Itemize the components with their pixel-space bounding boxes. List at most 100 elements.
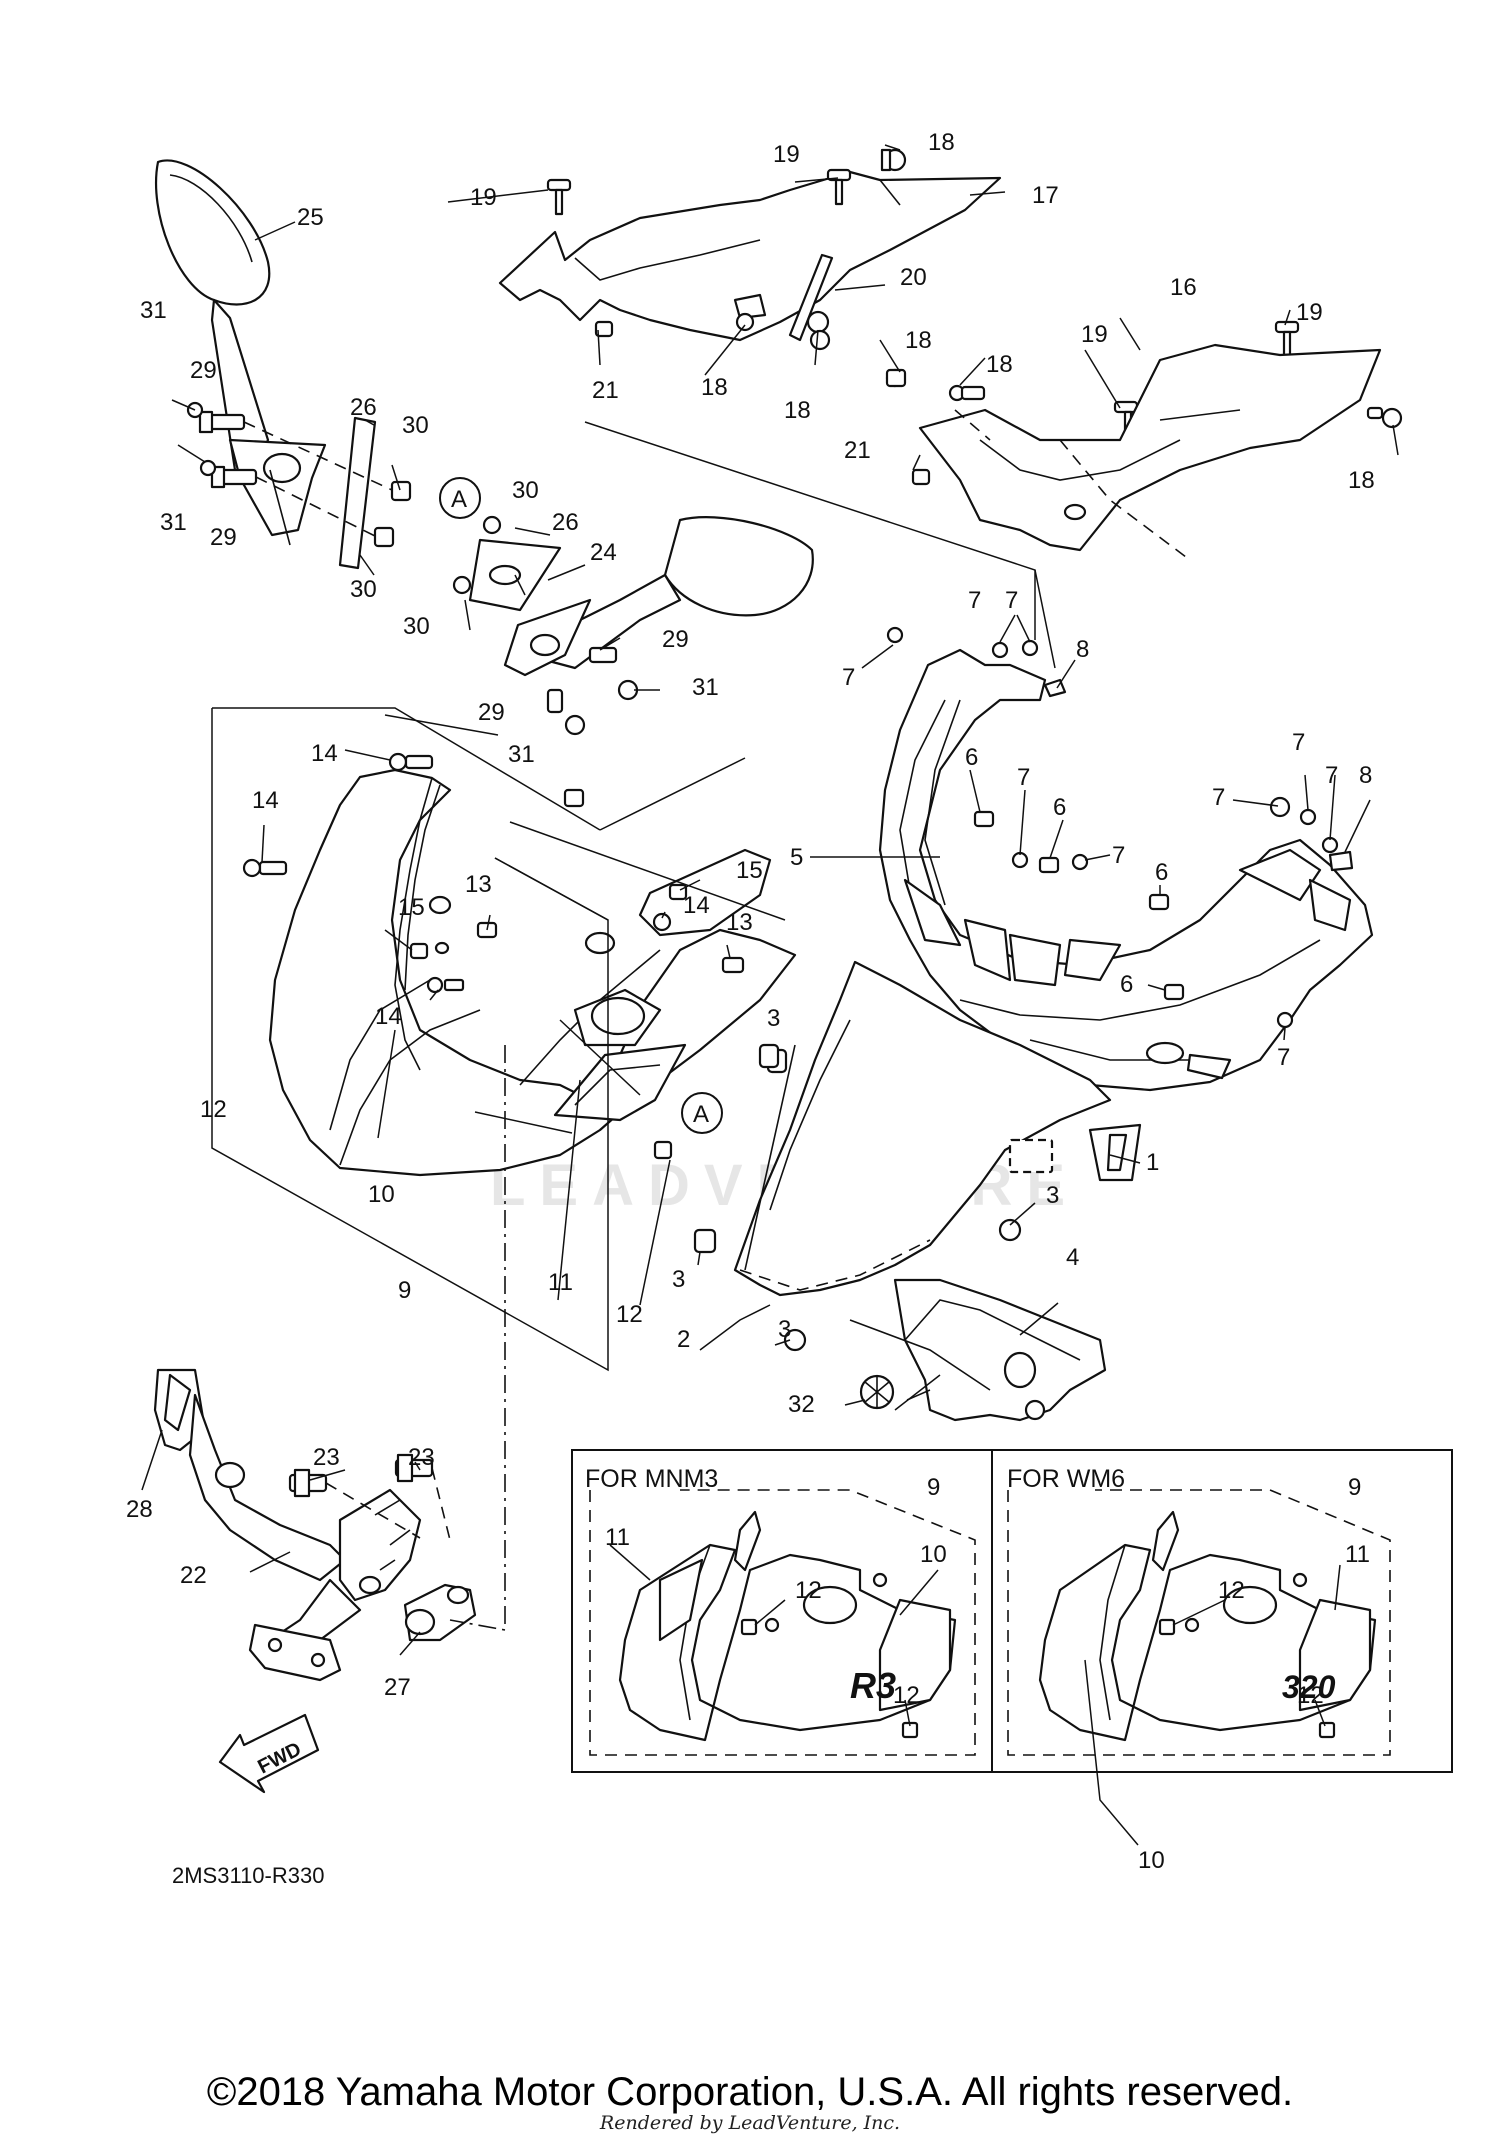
callout-6: 6 — [1053, 794, 1066, 821]
callout-10: 10 — [368, 1181, 395, 1208]
callout-12: 12 — [200, 1096, 227, 1123]
callout-19: 19 — [1081, 321, 1108, 348]
gasket-left — [338, 416, 377, 570]
callout-5: 5 — [790, 844, 803, 871]
callout-7: 7 — [1005, 587, 1018, 614]
callout-9: 9 — [1348, 1474, 1361, 1501]
callout-24: 24 — [590, 539, 617, 566]
decal-320: 320 — [1282, 1669, 1336, 1705]
callout-31: 31 — [692, 674, 719, 701]
inner-cowling — [878, 648, 1374, 1092]
callout-12: 12 — [795, 1577, 822, 1604]
callout-3: 3 — [672, 1266, 685, 1293]
drawing-code: 2MS3110-R330 — [172, 1863, 325, 1888]
svg-text:A: A — [451, 486, 467, 513]
callout-29: 29 — [662, 626, 689, 653]
callout-12: 12 — [1297, 1682, 1324, 1709]
callout-6: 6 — [1120, 971, 1133, 998]
callout-6: 6 — [1155, 859, 1168, 886]
callout-9: 9 — [398, 1277, 411, 1304]
callout-3: 3 — [1046, 1182, 1059, 1209]
callout-11: 11 — [605, 1524, 630, 1551]
callout-18: 18 — [905, 327, 932, 354]
callout-7: 7 — [1277, 1044, 1290, 1071]
callout-23: 23 — [313, 1444, 340, 1471]
cowling-stay — [153, 1368, 477, 1682]
callout-7: 7 — [1017, 764, 1030, 791]
callout-14: 14 — [311, 740, 338, 767]
cowling-fasteners — [886, 626, 1354, 1029]
callout-7: 7 — [1112, 842, 1125, 869]
decal-r3: R3 — [850, 1665, 896, 1706]
callout-18: 18 — [701, 374, 728, 401]
callout-8: 8 — [1076, 636, 1089, 663]
callout-11: 11 — [548, 1269, 573, 1296]
callout-10: 10 — [920, 1541, 947, 1568]
callout-13: 13 — [465, 871, 492, 898]
inner-panel-left — [498, 170, 1002, 342]
inset-frame — [571, 1449, 1453, 1773]
callout-29: 29 — [190, 357, 217, 384]
inset-cowl-wm6 — [1007, 1489, 1391, 1756]
callout-14: 14 — [252, 787, 279, 814]
callout-16: 16 — [1170, 274, 1197, 301]
callout-30: 30 — [512, 477, 539, 504]
callout-1: 1 — [1146, 1149, 1159, 1176]
callout-4: 4 — [1066, 1244, 1079, 1271]
callout-31: 31 — [140, 297, 167, 324]
callout-13: 13 — [726, 909, 753, 936]
callout-26: 26 — [552, 509, 579, 536]
callout-18: 18 — [1348, 467, 1375, 494]
callout-19: 19 — [470, 184, 497, 211]
svg-text:A: A — [693, 1101, 709, 1128]
callout-12: 12 — [1218, 1577, 1245, 1604]
callout-2: 2 — [677, 1326, 690, 1353]
callout-7: 7 — [1325, 762, 1338, 789]
callout-8: 8 — [1359, 762, 1372, 789]
callout-12: 12 — [893, 1682, 920, 1709]
callout-31: 31 — [508, 741, 535, 768]
callout-28: 28 — [126, 1496, 153, 1523]
callout-30: 30 — [402, 412, 429, 439]
callouts: 1 2 3 3 3 3 4 5 6 6 6 6 7 7 7 7 7 7 7 7 … — [126, 129, 1375, 1874]
callout-11: 11 — [1345, 1541, 1370, 1568]
leader-lines — [141, 144, 1399, 1846]
callout-31: 31 — [160, 509, 187, 536]
windscreen — [693, 960, 1142, 1352]
inset-cowl-mnm3 — [589, 1489, 976, 1756]
callout-12: 12 — [616, 1301, 643, 1328]
callout-18: 18 — [928, 129, 955, 156]
callout-25: 25 — [297, 204, 324, 231]
callout-21: 21 — [844, 437, 871, 464]
callout-18: 18 — [784, 397, 811, 424]
fwd-arrow — [218, 1713, 320, 1794]
callout-19: 19 — [773, 141, 800, 168]
callout-14: 14 — [683, 892, 710, 919]
inset-title-mnm3: FOR MNM3 — [585, 1465, 718, 1493]
reference-a-cowl: A — [681, 1092, 723, 1134]
upper-cowling — [268, 768, 797, 1177]
callout-22: 22 — [180, 1562, 207, 1589]
assembly-lines — [211, 421, 1056, 1631]
callout-3: 3 — [778, 1316, 791, 1343]
callout-23: 23 — [408, 1444, 435, 1471]
callout-30: 30 — [350, 576, 377, 603]
callout-10: 10 — [1138, 1847, 1165, 1874]
inset-title-wm6: FOR WM6 — [1007, 1465, 1125, 1493]
callout-15: 15 — [736, 857, 763, 884]
callout-26: 26 — [350, 394, 377, 421]
callout-30: 30 — [403, 613, 430, 640]
callout-7: 7 — [842, 664, 855, 691]
grommet — [859, 1374, 895, 1410]
copyright-footer: ©2018 Yamaha Motor Corporation, U.S.A. A… — [206, 2070, 1294, 2114]
cowling-clips — [242, 752, 780, 1160]
callout-7: 7 — [1292, 729, 1305, 756]
reference-a-top: A — [439, 477, 481, 519]
callout-15: 15 — [398, 894, 425, 921]
callout-17: 17 — [1032, 182, 1059, 209]
callout-32: 32 — [788, 1391, 815, 1418]
callout-18: 18 — [986, 351, 1013, 378]
callout-20: 20 — [900, 264, 927, 291]
callout-14: 14 — [375, 1003, 402, 1030]
